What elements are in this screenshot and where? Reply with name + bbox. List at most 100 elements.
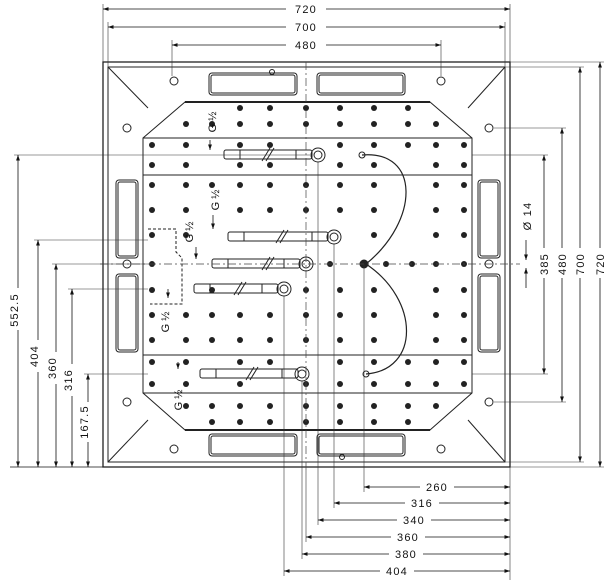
dim-260-bottom: 260: [426, 482, 448, 494]
nozzle-dot: [371, 105, 377, 111]
nozzle-dot: [183, 182, 189, 188]
nozzle-dot: [461, 142, 467, 148]
thread-label-3: G ½: [184, 222, 196, 243]
nozzle-dot: [149, 142, 155, 148]
nozzle-dot: [371, 287, 377, 293]
nozzle-dot: [371, 419, 377, 425]
nozzle-dot: [209, 121, 215, 127]
thread-labels: G ½ G ½ G ½ G ½ G ½: [160, 112, 222, 411]
center-lines: [100, 62, 520, 470]
nozzle-dot: [267, 105, 273, 111]
nozzle-dot: [433, 142, 439, 148]
nozzle-dot: [433, 121, 439, 127]
nozzle-dot: [209, 182, 215, 188]
nozzle-dot: [405, 105, 411, 111]
nozzle-dot: [371, 337, 377, 343]
dim-167-5: 167.5: [79, 405, 91, 439]
nozzle-dot: [461, 162, 467, 168]
nozzle-dot: [461, 337, 467, 343]
nozzle-dot: [405, 121, 411, 127]
nozzle-dot: [433, 232, 439, 238]
dim-404-bottom: 404: [386, 566, 408, 578]
nozzle-dot: [337, 381, 343, 387]
nozzle-dot: [237, 381, 243, 387]
nozzle-dot: [183, 381, 189, 387]
dim-480-top: 480: [295, 40, 317, 52]
nozzle-dot: [237, 105, 243, 111]
nozzle-dot: [267, 121, 273, 127]
dim-700-right: 700: [575, 253, 587, 275]
nozzle-dot: [461, 207, 467, 213]
extension-lines: [14, 4, 604, 580]
nozzle-dot: [183, 337, 189, 343]
nozzle-dot: [433, 162, 439, 168]
nozzle-dot: [337, 162, 343, 168]
nozzle-dot: [237, 403, 243, 409]
nozzle-dot: [209, 403, 215, 409]
nozzle-dot: [337, 359, 343, 365]
nozzle-dot: [149, 207, 155, 213]
nozzle-dot: [209, 312, 215, 318]
thread-label-4: G ½: [160, 312, 172, 333]
nozzle-dot: [337, 105, 343, 111]
nozzle-dot: [461, 232, 467, 238]
nozzle-dot: [433, 359, 439, 365]
nozzle-dot: [183, 162, 189, 168]
nozzle-dot: [267, 207, 273, 213]
nozzle-dot: [237, 419, 243, 425]
nozzle-dot: [337, 121, 343, 127]
nozzle-dot: [405, 419, 411, 425]
nozzle-dot: [183, 403, 189, 409]
nozzle-dot: [433, 403, 439, 409]
nozzle-dot: [371, 207, 377, 213]
nozzle-dot: [405, 403, 411, 409]
nozzle-dot: [183, 207, 189, 213]
nozzle-dot: [183, 121, 189, 127]
nozzle-dot: [337, 207, 343, 213]
nozzle-dot: [337, 182, 343, 188]
nozzle-dot: [237, 312, 243, 318]
nozzle-dot: [433, 287, 439, 293]
thread-label-1: G ½: [207, 112, 219, 133]
nozzle-dot: [209, 337, 215, 343]
nozzle-dot: [303, 121, 309, 127]
nozzle-dot: [337, 287, 343, 293]
nozzle-dot: [371, 232, 377, 238]
nozzle-dot: [461, 359, 467, 365]
dim-720-right: 720: [595, 253, 607, 275]
nozzle-dot: [405, 381, 411, 387]
nozzle-dot: [149, 287, 155, 293]
nozzle-dot: [461, 312, 467, 318]
nozzle-dot: [149, 162, 155, 168]
nozzle-dot: [405, 142, 411, 148]
nozzle-dot: [267, 337, 273, 343]
nozzle-dot: [237, 359, 243, 365]
nozzle-dot: [237, 142, 243, 148]
nozzle-dot: [303, 105, 309, 111]
thread-label-2: G ½: [210, 190, 222, 211]
nozzle-dot: [149, 182, 155, 188]
nozzle-dot: [237, 182, 243, 188]
dim-700-top: 700: [295, 22, 317, 34]
nozzle-dot: [267, 182, 273, 188]
bottom-dimension-labels: 260 316 340 360 380 404: [380, 480, 454, 578]
nozzle-dot: [433, 207, 439, 213]
nozzle-dot: [461, 287, 467, 293]
nozzle-dot: [267, 142, 273, 148]
nozzle-dot: [183, 142, 189, 148]
nozzle-dot: [433, 337, 439, 343]
nozzle-dot: [183, 359, 189, 365]
nozzle-dot: [267, 359, 273, 365]
nozzle-dot: [267, 312, 273, 318]
dim-316-left: 316: [63, 369, 75, 391]
nozzle-dot: [183, 312, 189, 318]
nozzle-dot: [149, 381, 155, 387]
dim-552-5: 552.5: [9, 293, 21, 327]
dim-360-bottom: 360: [397, 532, 419, 544]
nozzle-dot: [371, 381, 377, 387]
nozzle-dot: [149, 312, 155, 318]
dim-380-bottom: 380: [395, 549, 417, 561]
nozzle-pattern: [149, 105, 467, 425]
dim-316-bottom: 316: [411, 498, 433, 510]
